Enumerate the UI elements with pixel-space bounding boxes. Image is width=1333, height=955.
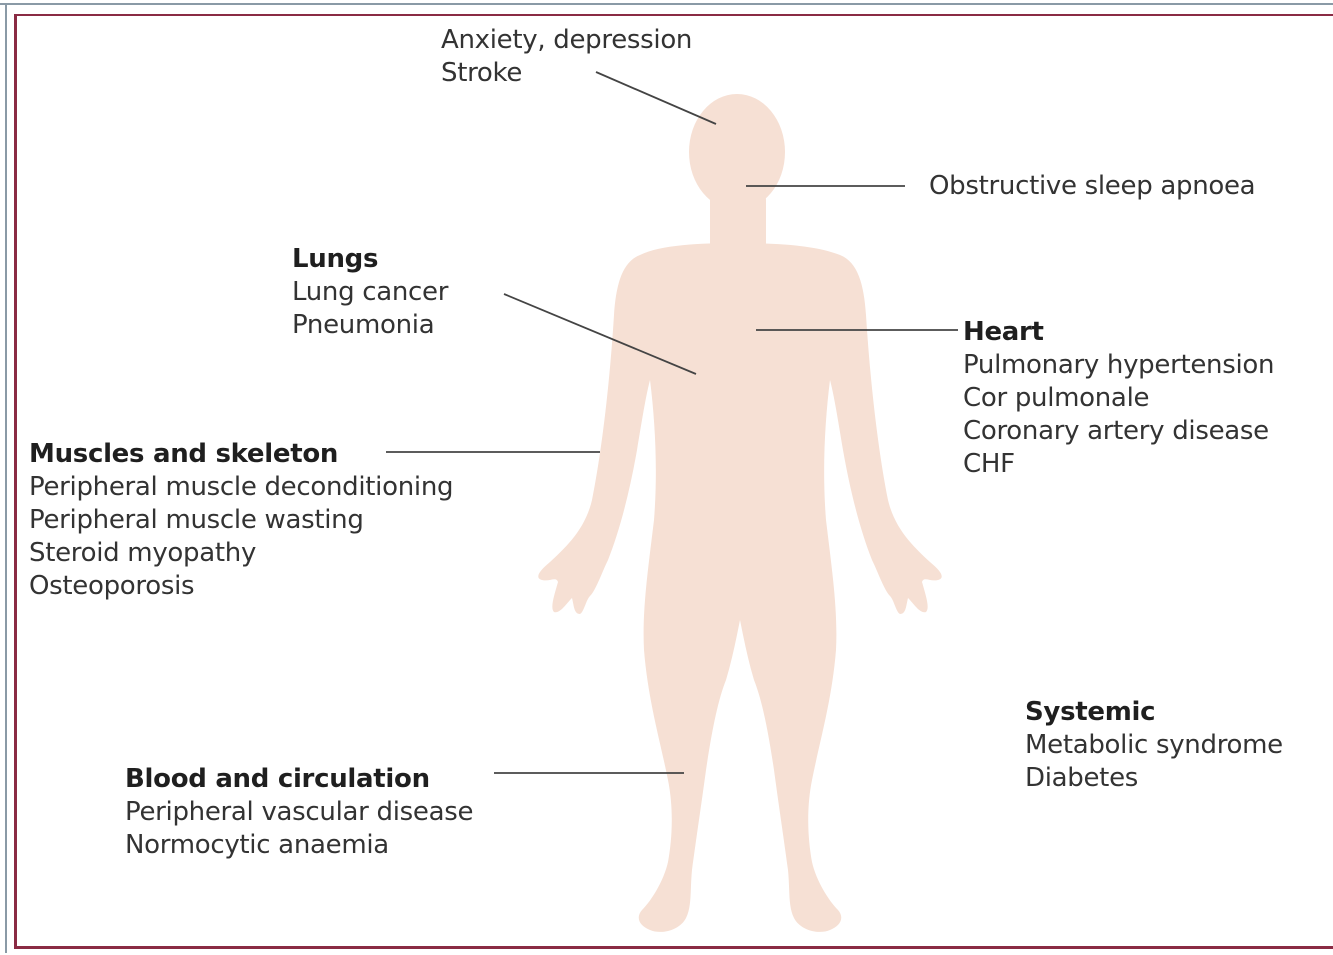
lungs-item-1: Lung cancer — [292, 276, 448, 309]
heart-item-4: CHF — [963, 448, 1274, 481]
muscles-heading: Muscles and skeleton — [29, 438, 453, 471]
lungs-heading: Lungs — [292, 243, 448, 276]
label-airway: Obstructive sleep apnoea — [929, 170, 1255, 203]
systemic-heading: Systemic — [1025, 696, 1283, 729]
heart-item-1: Pulmonary hypertension — [963, 349, 1274, 382]
muscles-item-2: Peripheral muscle wasting — [29, 504, 453, 537]
muscles-item-4: Osteoporosis — [29, 570, 453, 603]
blood-item-2: Normocytic anaemia — [125, 829, 473, 862]
label-brain: Anxiety, depression Stroke — [441, 24, 692, 90]
systemic-item-1: Metabolic syndrome — [1025, 729, 1283, 762]
muscles-item-1: Peripheral muscle deconditioning — [29, 471, 453, 504]
label-systemic: Systemic Metabolic syndrome Diabetes — [1025, 696, 1283, 795]
systemic-item-2: Diabetes — [1025, 762, 1283, 795]
label-muscles: Muscles and skeleton Peripheral muscle d… — [29, 438, 453, 603]
label-lungs: Lungs Lung cancer Pneumonia — [292, 243, 448, 342]
label-blood: Blood and circulation Peripheral vascula… — [125, 763, 473, 862]
heart-item-2: Cor pulmonale — [963, 382, 1274, 415]
lungs-item-2: Pneumonia — [292, 309, 448, 342]
brain-item-2: Stroke — [441, 57, 692, 90]
human-body-silhouette — [538, 94, 941, 932]
muscles-item-3: Steroid myopathy — [29, 537, 453, 570]
heart-heading: Heart — [963, 316, 1274, 349]
airway-item-1: Obstructive sleep apnoea — [929, 170, 1255, 203]
blood-item-1: Peripheral vascular disease — [125, 796, 473, 829]
label-heart: Heart Pulmonary hypertension Cor pulmona… — [963, 316, 1274, 481]
brain-item-1: Anxiety, depression — [441, 24, 692, 57]
blood-heading: Blood and circulation — [125, 763, 473, 796]
heart-item-3: Coronary artery disease — [963, 415, 1274, 448]
